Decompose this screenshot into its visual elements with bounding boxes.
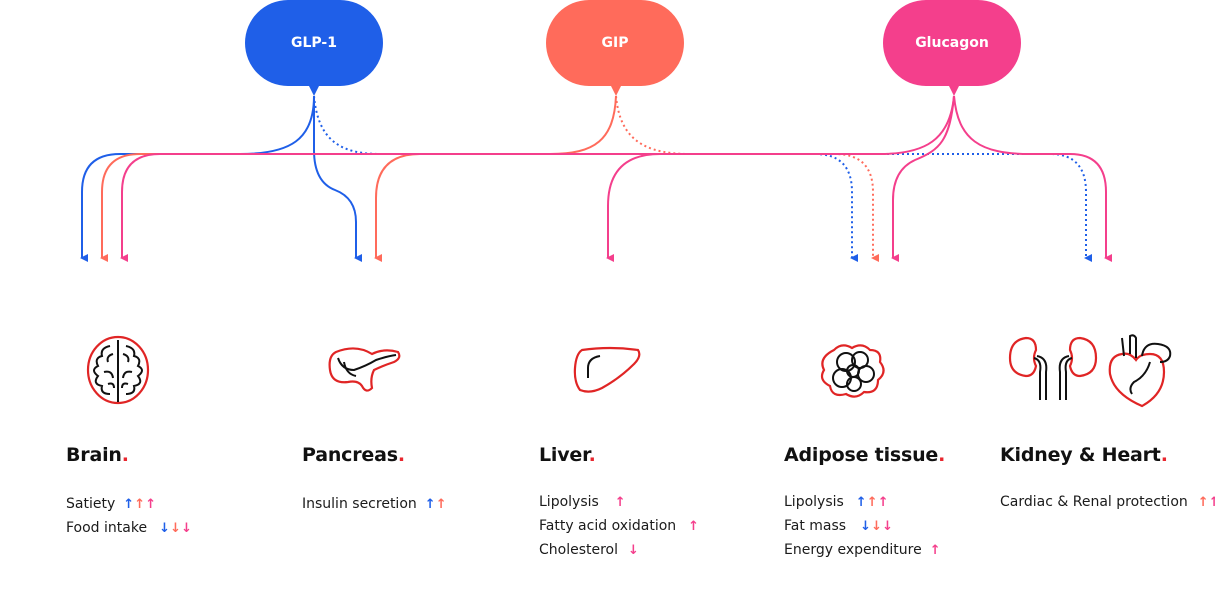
- arrow-down-glp1: ↓: [860, 518, 871, 534]
- kidney-heart-icon: [1008, 334, 1172, 408]
- effect-item: Energy expenditure ↑: [784, 542, 941, 558]
- flow-glucagon-liver: [606, 153, 661, 262]
- effect-item: Food intake ↓↓↓: [66, 520, 192, 536]
- flow-glp1-pancreas: [313, 96, 362, 262]
- organ-liver: Liver. Lipolysis ↑ Fatty acid oxidation …: [539, 441, 700, 562]
- flow-glucagon-brain: [120, 95, 955, 262]
- hormone-node-gip: GIP: [546, 0, 684, 86]
- flow-gip-brain: [100, 95, 617, 262]
- arrow-up-glucagon: ↑: [929, 542, 941, 558]
- arrow-down-glucagon: ↓: [628, 542, 639, 558]
- arrow-down-glucagon: ↓: [882, 518, 893, 534]
- hormone-label-gip: GIP: [601, 35, 629, 51]
- effect-list-kidney-heart: Cardiac & Renal protection ↑↑: [1000, 490, 1215, 514]
- organ-title-adipose-tissue: Adipose tissue.: [784, 444, 946, 466]
- hormone-node-glucagon: Glucagon: [883, 0, 1021, 86]
- effect-item: Cholesterol ↓: [539, 542, 639, 558]
- arrow-up-glucagon: ↑: [688, 518, 700, 534]
- effect-list-adipose-tissue: Lipolysis ↑↑↑ Fat mass ↓↓↓ Energy expend…: [784, 490, 945, 562]
- arrow-up-gip: ↑: [1197, 494, 1209, 510]
- hormone-label-glucagon: Glucagon: [915, 35, 989, 51]
- hormone-label-glp1: GLP-1: [291, 35, 337, 51]
- arrow-up-glucagon: ↑: [877, 494, 889, 510]
- flow-glp1-kidney-heart: [852, 153, 1092, 262]
- flow-glucagon-adipose: [891, 95, 955, 262]
- arrow-up-glp1: ↑: [424, 496, 436, 512]
- flow-glp1-adipose: [313, 95, 858, 262]
- effect-list-brain: Satiety ↑↑↑ Food intake ↓↓↓: [66, 492, 192, 540]
- organ-pancreas: Pancreas. Insulin secretion ↑↑: [302, 441, 447, 516]
- flow-glucagon-kidney-heart: [953, 95, 1112, 262]
- flow-connectors: [80, 86, 1112, 262]
- organ-title-pancreas: Pancreas.: [302, 444, 405, 466]
- brain-icon: [86, 335, 150, 405]
- pancreas-icon: [328, 347, 401, 392]
- flow-gip-adipose: [615, 95, 879, 262]
- effect-item: Insulin secretion ↑↑: [302, 496, 447, 512]
- flow-gip-pancreas: [374, 153, 421, 262]
- arrow-up-glp1: ↑: [855, 494, 867, 510]
- arrow-up-glucagon: ↑: [145, 496, 157, 512]
- organ-title-liver: Liver.: [539, 444, 596, 466]
- hormone-node-glp1: GLP-1: [245, 0, 383, 86]
- organ-title-kidney-heart: Kidney & Heart.: [1000, 444, 1168, 466]
- arrow-down-gip: ↓: [871, 518, 882, 534]
- arrow-up-gip: ↑: [134, 496, 146, 512]
- effect-list-pancreas: Insulin secretion ↑↑: [302, 492, 447, 516]
- effect-item: Cardiac & Renal protection ↑↑: [1000, 490, 1215, 514]
- flow-glp1-brain: [80, 95, 315, 262]
- effect-item: Satiety ↑↑↑: [66, 496, 157, 512]
- liver-icon: [573, 346, 641, 393]
- organ-kidney-heart: Kidney & Heart. Cardiac & Renal protecti…: [1000, 441, 1215, 514]
- effect-item: Lipolysis ↑↑↑: [784, 494, 889, 510]
- organ-title-brain: Brain.: [66, 444, 129, 466]
- arrow-down-gip: ↓: [170, 520, 181, 536]
- adipose-tissue-icon: [820, 344, 885, 398]
- organ-brain: Brain. Satiety ↑↑↑ Food intake ↓↓↓: [66, 441, 192, 540]
- effect-item: Lipolysis ↑: [539, 494, 626, 510]
- arrow-up-glp1: ↑: [123, 496, 135, 512]
- effect-item: Fatty acid oxidation ↑: [539, 518, 700, 534]
- arrow-down-glucagon: ↓: [181, 520, 192, 536]
- arrow-up-glucagon: ↑: [1208, 494, 1215, 510]
- effect-item: Fat mass ↓↓↓: [784, 518, 893, 534]
- arrow-up-gip: ↑: [435, 496, 447, 512]
- arrow-up-gip: ↑: [866, 494, 878, 510]
- arrow-down-glp1: ↓: [159, 520, 170, 536]
- arrow-up-glucagon: ↑: [614, 494, 626, 510]
- organ-adipose-tissue: Adipose tissue. Lipolysis ↑↑↑ Fat mass ↓…: [784, 441, 945, 562]
- effect-list-liver: Lipolysis ↑ Fatty acid oxidation ↑ Chole…: [539, 490, 700, 562]
